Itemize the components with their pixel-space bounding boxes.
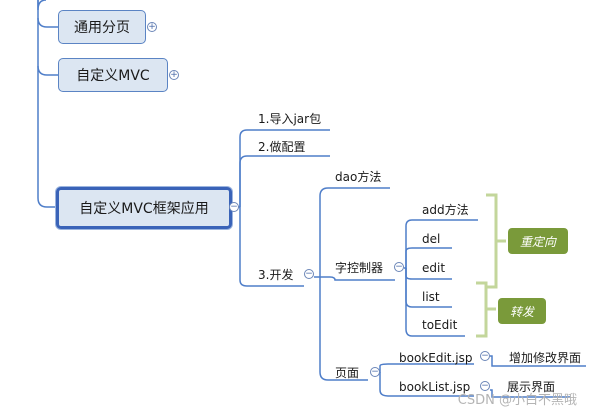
page-file[interactable]: bookList.jsp: [399, 380, 471, 394]
method-item[interactable]: add方法: [422, 203, 469, 217]
branch-page[interactable]: 页面: [335, 366, 360, 380]
connector-toedit: [405, 268, 465, 337]
page-desc[interactable]: 增加修改界面: [509, 351, 582, 365]
connector-del: [405, 247, 452, 268]
method-item[interactable]: toEdit: [422, 318, 458, 332]
watermark: CSDN @小白不黑哦: [457, 393, 577, 408]
page-desc[interactable]: 展示界面: [507, 380, 556, 394]
node-custom-mvc-label: 自定义MVC: [76, 68, 150, 84]
badge-redirect-label: 重定向: [519, 234, 556, 249]
branch-import-jar[interactable]: 1.导入jar包: [258, 112, 322, 126]
page-file[interactable]: bookEdit.jsp: [399, 351, 473, 365]
connector-sub-controller: [320, 276, 395, 281]
collapse-icon[interactable]: −: [480, 381, 490, 391]
branch-configure[interactable]: 2.做配置: [258, 140, 306, 154]
node-custom-mvc-framework-app[interactable]: 自定义MVC框架应用: [56, 187, 232, 229]
connector-page: [319, 277, 368, 381]
bracket-forward: [476, 281, 488, 338]
connector-bookedit-desc: [490, 355, 586, 367]
connector-import-jar: [239, 129, 330, 207]
connector-custom-mvc: [37, 65, 58, 76]
method-item[interactable]: edit: [422, 261, 446, 275]
branch-sub-controller[interactable]: 字控制器: [335, 261, 384, 275]
connector-bookedit: [378, 363, 474, 373]
collapse-icon[interactable]: −: [229, 202, 239, 212]
collapse-icon[interactable]: −: [394, 262, 404, 272]
branch-develop[interactable]: 3.开发: [258, 268, 294, 282]
collapse-icon[interactable]: −: [480, 351, 490, 361]
badge-forward-label: 转发: [509, 304, 534, 319]
node-custom-mvc-framework-app-label: 自定义MVC框架应用: [79, 201, 209, 217]
badge-redirect[interactable]: 重定向: [508, 228, 568, 254]
connector-configure: [239, 155, 330, 207]
connector-top-stub: [37, 0, 47, 11]
connector-dao-method: [314, 187, 390, 278]
connector-booklist-desc: [490, 389, 570, 398]
branch-dao-method[interactable]: dao方法: [335, 170, 382, 184]
node-common-pagination-label: 通用分页: [74, 20, 130, 36]
connector-add: [404, 219, 478, 269]
node-custom-mvc[interactable]: 自定义MVC: [58, 58, 168, 92]
expand-icon[interactable]: +: [147, 22, 157, 32]
spine-connector: [37, 0, 58, 208]
collapse-icon[interactable]: −: [304, 269, 314, 279]
expand-icon[interactable]: +: [169, 70, 179, 80]
method-item[interactable]: del: [422, 232, 441, 246]
method-item[interactable]: list: [422, 290, 440, 304]
connector-booklist: [379, 372, 474, 397]
connector-common-pagination: [37, 17, 58, 28]
collapse-icon[interactable]: −: [370, 367, 380, 377]
bracket-redirect: [486, 193, 498, 289]
node-common-pagination[interactable]: 通用分页: [58, 10, 146, 44]
connector-develop: [239, 207, 304, 287]
badge-forward[interactable]: 转发: [498, 298, 546, 324]
